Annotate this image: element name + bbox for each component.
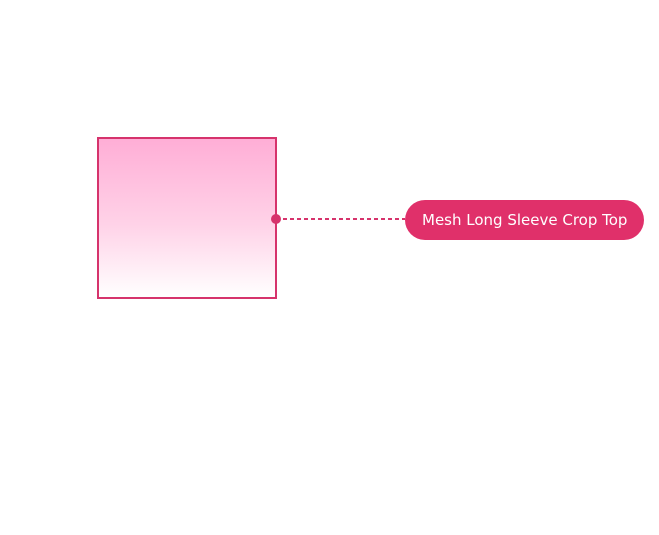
- product-image-placeholder[interactable]: [97, 137, 277, 299]
- product-tag-label[interactable]: Mesh Long Sleeve Crop Top: [405, 200, 645, 240]
